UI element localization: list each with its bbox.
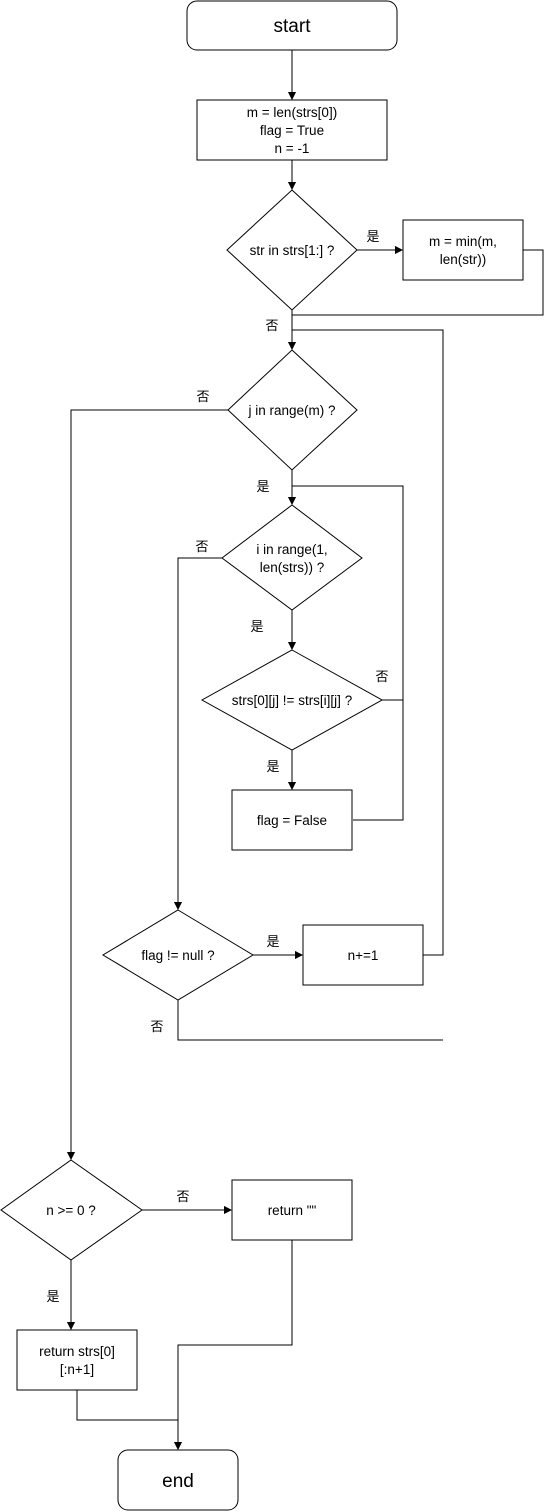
flag-check-decision: flag != null ? (102, 909, 254, 1001)
n-check-decision: n >= 0 ? (0, 1159, 143, 1261)
edge-min-m-back (292, 249, 544, 316)
compare-decision: strs[0][j] != strs[i][j] ? (200, 649, 384, 751)
min-m-node: m = min(m, len(str)) (402, 219, 524, 281)
label-loop-str-yes: 是 (366, 230, 379, 245)
return-empty-text: return "" (268, 1203, 317, 1218)
label-flag-check-no: 否 (150, 1020, 163, 1035)
label-n-check-yes: 是 (46, 1290, 59, 1305)
label-loop-j-yes: 是 (256, 480, 269, 495)
min-m-line-1: m = min(m, (429, 234, 497, 249)
init-line-2: flag = True (260, 123, 324, 138)
edge-labels: 是 否 否 是 否 是 否 是 是 否 否 是 (46, 230, 388, 1305)
flag-false-text: flag = False (257, 813, 327, 828)
loop-j-decision: j in range(m) ? (227, 349, 358, 471)
edge-loop-j-return (292, 329, 444, 956)
min-m-line-2: len(str)) (440, 252, 487, 267)
edges (71, 50, 544, 1449)
end-text: end (162, 1471, 194, 1492)
label-n-check-no: 否 (176, 1190, 189, 1205)
return-empty-node: return "" (231, 1179, 353, 1241)
loop-i-decision: i in range(1, len(strs)) ? (221, 504, 363, 611)
inc-n-node: n+=1 (302, 924, 424, 986)
label-compare-no: 否 (375, 670, 388, 685)
edge-loop-i-return (292, 485, 404, 821)
return-prefix-line-1: return strs[0] (39, 1344, 115, 1359)
end-node: end (117, 1449, 239, 1511)
init-node: m = len(strs[0]) flag = True n = -1 (196, 99, 388, 161)
edge-return-prefix-end (76, 1390, 178, 1421)
label-compare-yes: 是 (266, 760, 279, 775)
label-loop-i-yes: 是 (250, 620, 263, 635)
start-text: start (274, 16, 312, 37)
edge-loop-j-no (71, 409, 228, 1159)
n-check-text: n >= 0 ? (46, 1203, 96, 1218)
flag-check-text: flag != null ? (141, 948, 214, 963)
init-line-3: n = -1 (275, 141, 310, 156)
edge-loop-i-no (178, 557, 222, 909)
label-loop-i-no: 否 (195, 540, 208, 555)
compare-text: strs[0][j] != strs[i][j] ? (232, 693, 352, 708)
loop-i-line-1: i in range(1, (256, 542, 327, 557)
label-loop-j-no: 否 (196, 390, 209, 405)
edge-flag-check-no-return (177, 1000, 443, 1041)
label-loop-str-no: 否 (265, 319, 278, 334)
start-node: start (186, 0, 398, 51)
edge-return-empty-end (178, 1240, 293, 1449)
return-prefix-line-2: [:n+1] (60, 1362, 94, 1377)
flag-false-node: flag = False (231, 789, 353, 851)
loop-str-decision: str in strs[1:] ? (226, 189, 358, 311)
loop-str-text: str in strs[1:] ? (250, 243, 335, 258)
loop-j-text: j in range(m) ? (247, 403, 335, 418)
label-flag-check-yes: 是 (266, 935, 279, 950)
loop-i-line-2: len(strs)) ? (260, 560, 325, 575)
inc-n-text: n+=1 (348, 948, 379, 963)
return-prefix-node: return strs[0] [:n+1] (16, 1329, 138, 1391)
init-line-1: m = len(strs[0]) (247, 105, 337, 120)
